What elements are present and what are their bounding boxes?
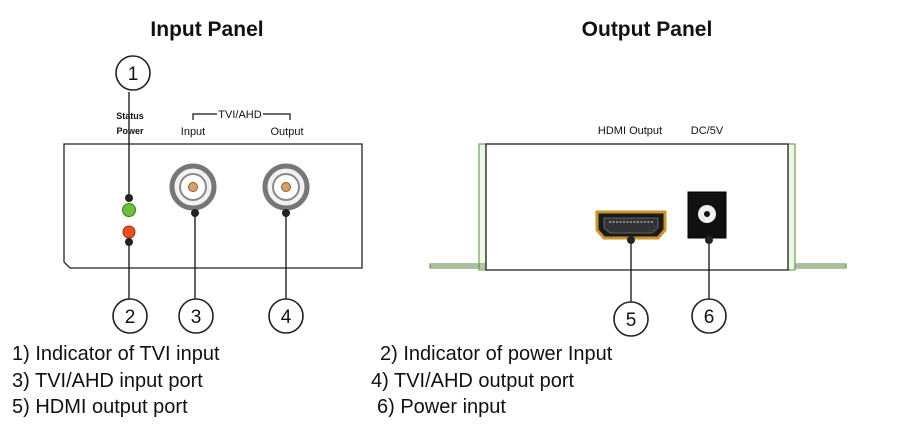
callout-1-number: 1 [128,64,139,85]
callout-5: 5 [613,301,649,337]
callout-2: 2 [112,298,148,334]
callout-2-number: 2 [125,307,136,328]
leader-dot-1 [125,194,133,202]
output-port-label: Output [270,126,303,138]
status-label: Status [116,111,144,121]
leader-dot-2 [125,238,133,246]
input-panel: Status Power TVI/AHD Input Output [63,55,363,334]
leader-dot-4 [282,209,290,217]
tvi-ahd-group-label: TVI/AHD [218,109,261,121]
mounting-flange-right [787,143,847,271]
bnc-output-port [262,163,310,211]
legend-item-4: 4) TVI/AHD output port [371,370,575,392]
dc-power-jack [687,191,727,239]
callout-3: 3 [178,298,214,334]
callout-5-number: 5 [626,310,637,331]
callout-1: 1 [115,55,151,91]
callout-4-number: 4 [281,307,292,328]
legend-item-5: 5) HDMI output port [12,396,188,418]
legend-item-3: 3) TVI/AHD input port [12,370,203,392]
mounting-flange-left [429,143,487,271]
callout-4: 4 [268,298,304,334]
callout-6: 6 [691,298,727,334]
tvi-ahd-bracket [192,113,291,120]
leader-dot-6 [705,236,713,244]
bnc-input-port [169,163,217,211]
output-panel-chassis [485,143,789,271]
input-panel-chassis [63,143,363,269]
power-label: Power [116,126,144,136]
leader-dot-5 [627,236,635,244]
legend-item-2: 2) Indicator of power Input [380,343,613,365]
output-panel: HDMI Output DC/5V [429,125,847,337]
legend-item-1: 1) Indicator of TVI input [12,343,220,365]
hdmi-port [595,210,667,240]
status-led [122,203,136,217]
output-panel-title: Output Panel [582,18,713,41]
dc-5v-label: DC/5V [691,125,724,137]
input-port-label: Input [181,126,205,138]
hdmi-output-label: HDMI Output [598,125,662,137]
callout-6-number: 6 [704,307,715,328]
power-led [122,225,136,239]
leader-dot-3 [191,209,199,217]
callout-3-number: 3 [191,307,202,328]
legend-item-6: 6) Power input [377,396,506,418]
input-panel-title: Input Panel [150,18,263,41]
